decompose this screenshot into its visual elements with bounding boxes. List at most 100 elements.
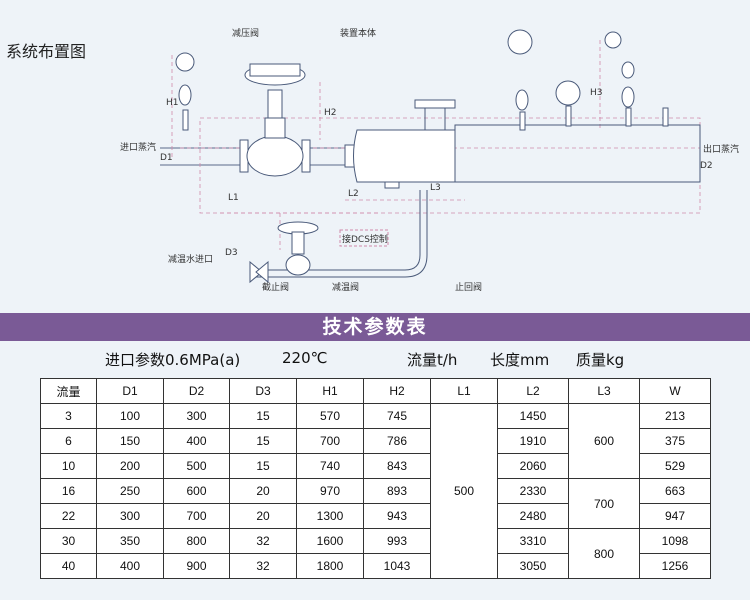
cell: 600: [163, 478, 230, 504]
cell: 40: [40, 553, 97, 579]
cell: 800: [163, 528, 230, 554]
label-check-valve: 止回阀: [455, 281, 482, 293]
label-desuperheater-body: 装置本体: [340, 27, 376, 39]
cell-l1-merged: 500: [430, 403, 498, 579]
cell: 20: [229, 478, 297, 504]
th-d2: D2: [163, 378, 230, 404]
cell: 3310: [497, 528, 569, 554]
params-row: 进口参数0.6MPa(a) 220℃ 流量t/h 长度mm 质量kg: [0, 347, 750, 371]
spec-table: 流量 D1 D2 D3 H1 H2 L1 L2 L3 W 3 100 300 1…: [40, 378, 711, 579]
cell: 2060: [497, 453, 569, 479]
th-l3: L3: [568, 378, 640, 404]
th-h2: H2: [363, 378, 431, 404]
cell: 30: [40, 528, 97, 554]
th-l1: L1: [430, 378, 498, 404]
label-stop-valve: 截止阀: [262, 281, 289, 293]
label-outlet-steam: 出口蒸汽: [703, 143, 739, 155]
label-dcs: 接DCS控制: [342, 233, 388, 245]
label-l2: L2: [348, 189, 359, 199]
cell: 10: [40, 453, 97, 479]
label-l1: L1: [228, 193, 239, 203]
table-header-row: 流量 D1 D2 D3 H1 H2 L1 L2 L3 W: [40, 378, 711, 404]
cell: 375: [639, 428, 711, 454]
system-layout-diagram: 减压阀 装置本体 进口蒸汽 出口蒸汽 减温水进口 截止阀 减温阀 止回阀 接DC…: [120, 27, 739, 293]
label-water-inlet: 减温水进口: [168, 253, 213, 265]
cell: 300: [96, 503, 164, 529]
cell: 745: [363, 403, 431, 429]
label-h3: H3: [590, 88, 603, 98]
banner-title: 技术参数表: [0, 313, 750, 341]
cell: 500: [163, 453, 230, 479]
cell: 350: [96, 528, 164, 554]
pressure-reducing-valve: [239, 63, 311, 177]
label-inlet-steam: 进口蒸汽: [120, 141, 156, 153]
cell: 400: [163, 428, 230, 454]
cell: 3050: [497, 553, 569, 579]
cell: 2330: [497, 478, 569, 504]
cell-l3-group-2: 700: [568, 478, 640, 529]
pressure-gauge: [175, 29, 622, 106]
cell: 15: [229, 428, 297, 454]
th-d1: D1: [96, 378, 164, 404]
cell: 1800: [296, 553, 364, 579]
cell-l3-group-1: 600: [568, 403, 640, 479]
th-h1: H1: [296, 378, 364, 404]
cell: 213: [639, 403, 711, 429]
cell: 20: [229, 503, 297, 529]
cell: 1450: [497, 403, 569, 429]
mass-unit: 质量kg: [576, 351, 625, 369]
cell: 15: [229, 453, 297, 479]
label-h2: H2: [324, 108, 337, 118]
section-title: 系统布置图: [6, 42, 87, 61]
cell: 893: [363, 478, 431, 504]
cell: 900: [163, 553, 230, 579]
cell: 700: [296, 428, 364, 454]
cell: 300: [163, 403, 230, 429]
label-d2: D2: [700, 161, 713, 171]
cell: 970: [296, 478, 364, 504]
cell: 32: [229, 528, 297, 554]
inlet-params: 进口参数0.6MPa(a): [105, 351, 241, 369]
inlet-temp: 220℃: [282, 349, 328, 367]
table-row: 10 200 500 15 740 843 2060 529: [40, 453, 711, 479]
cell: 200: [96, 453, 164, 479]
cell: 400: [96, 553, 164, 579]
cell: 786: [363, 428, 431, 454]
cell: 1300: [296, 503, 364, 529]
cell: 6: [40, 428, 97, 454]
cell: 1043: [363, 553, 431, 579]
cell: 3: [40, 403, 97, 429]
th-w: W: [639, 378, 711, 404]
cell: 740: [296, 453, 364, 479]
temp-reducing-valve: [249, 221, 319, 284]
cell: 2480: [497, 503, 569, 529]
cell: 1910: [497, 428, 569, 454]
cell: 1600: [296, 528, 364, 554]
flow-unit: 流量t/h: [407, 351, 458, 369]
th-flow: 流量: [40, 378, 97, 404]
cell: 22: [40, 503, 97, 529]
label-d3: D3: [225, 248, 238, 258]
cell: 250: [96, 478, 164, 504]
table-row: 40 400 900 32 1800 1043 3050 1256: [40, 553, 711, 579]
cell: 993: [363, 528, 431, 554]
cell: 529: [639, 453, 711, 479]
cell: 100: [96, 403, 164, 429]
cell: 700: [163, 503, 230, 529]
th-d3: D3: [229, 378, 297, 404]
cell: 947: [639, 503, 711, 529]
cell: 570: [296, 403, 364, 429]
label-temp-reducing-valve: 减温阀: [332, 281, 359, 293]
desuperheater-tank: [344, 99, 456, 189]
table-row: 6 150 400 15 700 786 1910 375: [40, 428, 711, 454]
label-l3: L3: [430, 183, 441, 193]
label-d1: D1: [160, 153, 173, 163]
table-row: 16 250 600 20 970 893 2330 700 663: [40, 478, 711, 529]
cell: 150: [96, 428, 164, 454]
cell: 32: [229, 553, 297, 579]
cell: 15: [229, 403, 297, 429]
cell: 843: [363, 453, 431, 479]
cell: 663: [639, 478, 711, 504]
label-h1: H1: [166, 98, 179, 108]
table-row: 3 100 300 15 570 745 500 1450 600 213: [40, 403, 711, 579]
